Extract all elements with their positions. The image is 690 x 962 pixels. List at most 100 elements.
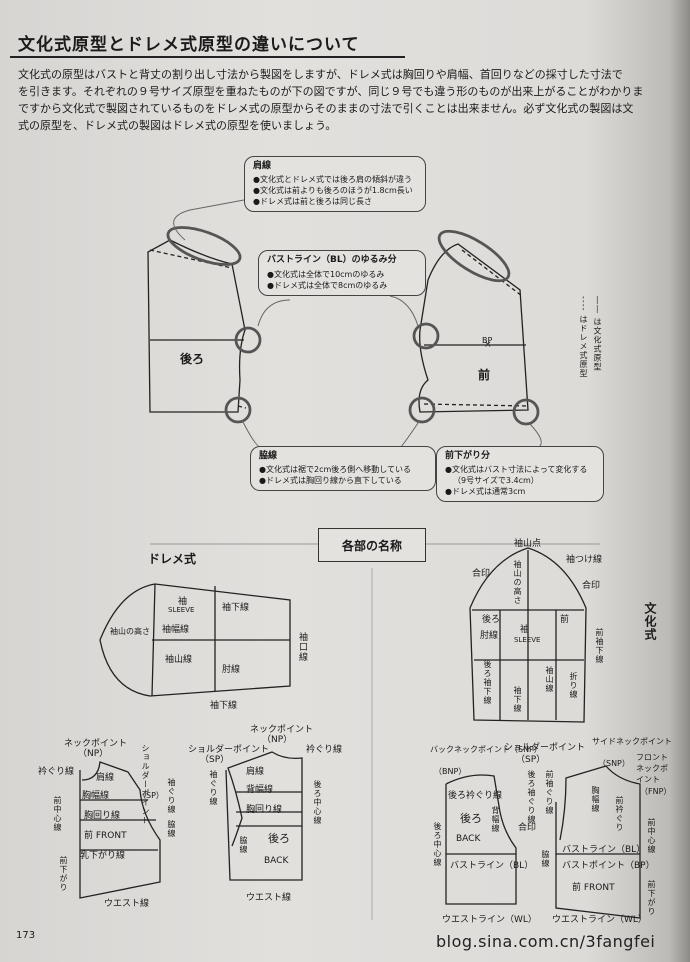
label: 袖山線 (165, 655, 193, 665)
label: SLEEVE (514, 636, 541, 644)
label: （SP） (138, 791, 164, 800)
armhole-circle-front (412, 322, 440, 350)
front-label: 前 (478, 368, 491, 382)
label: 脇線 (239, 836, 248, 854)
label: 胸回り線 (246, 805, 283, 815)
front-drop-circle (512, 398, 540, 426)
label: （FNP） (640, 787, 672, 796)
label: 袖山の高さ (513, 560, 522, 605)
label: 脇線 (167, 820, 176, 838)
callout-item: （9号サイズで3.4cm） (453, 476, 539, 485)
label: ネックポイント (250, 725, 314, 735)
callout-front-drop: 前下がり分 ●文化式はバスト寸法によって変化する （9号サイズで3.4cm） ●… (436, 446, 604, 502)
label: 前中心線 (53, 796, 62, 832)
label: 前 FRONT (572, 883, 615, 893)
bunka-back-outline (445, 774, 517, 905)
callout-item: ●ドレメ式は通常3cm (445, 487, 526, 496)
label: 合印 (518, 823, 537, 833)
callout-title: 肩線 (253, 161, 272, 171)
callout-item: ●文化式はバスト寸法によって変化する (445, 465, 588, 474)
bunka-title: 文化式 (643, 602, 657, 641)
label: 後ろ (460, 812, 482, 825)
label: 前衿ぐり (615, 796, 624, 832)
callout-item: ●ドレメ式は胸回り線から直下している (259, 476, 402, 485)
leader-shoulder (173, 199, 245, 241)
page-number: 173 (16, 930, 36, 941)
bunka-front-outline (555, 765, 641, 919)
callout-side-line: 脇線 ●文化式は裾で2cm後ろ側へ移動している ●ドレメ式は胸回り線から直下して… (250, 446, 436, 491)
label: 袖つけ線 (566, 555, 603, 565)
label: 合印 (582, 581, 601, 591)
label: 袖山線 (545, 666, 554, 693)
label: 後ろ衿ぐり線 (448, 791, 503, 801)
leader-front-drop (529, 423, 542, 447)
callout-title: バストライン（BL）のゆるみ分 (267, 255, 397, 265)
side-circle-front (408, 396, 436, 424)
doreme-sleeve-outline (99, 583, 291, 697)
callout-item: ●ドレメ式は前と後ろは同じ長さ (253, 197, 372, 206)
label: 胸幅線 (82, 791, 110, 801)
label: 肩線 (246, 767, 265, 777)
label: バストライン（BL） (562, 845, 646, 855)
label: 袖口線 (297, 632, 307, 662)
label: ウエスト線 (246, 893, 292, 903)
callout-title: 前下がり分 (445, 451, 491, 461)
label: 胸回り線 (84, 811, 121, 821)
callout-item: ●文化式とドレメ式では後ろ肩の傾斜が違う (253, 175, 412, 184)
label: 袖下線 (210, 701, 238, 711)
label: 肘線 (480, 631, 499, 641)
intro-line: を引きます。それぞれの９号サイズ原型を重ねたものが下の図ですが、同じ９号でも違う… (18, 85, 644, 98)
front-bodice-doreme (423, 249, 529, 407)
callout-item: ●文化式は全体で10cmのゆるみ (267, 270, 385, 279)
bp-cross: × (484, 340, 492, 350)
label: 背幅線 (246, 785, 274, 795)
label: （BNP） (434, 767, 467, 776)
label: 乳下がり線 (80, 851, 126, 861)
label: BACK (456, 834, 481, 844)
leader-bust-left (257, 299, 291, 327)
names-section-title: 各部の名称 (318, 528, 426, 562)
label: （SP） (516, 755, 546, 765)
label: 後ろ中心線 (433, 822, 442, 867)
label: 肩線 (96, 773, 115, 783)
label: バストポイント（BP） (562, 861, 655, 871)
label: ウエストライン（WL） (442, 915, 537, 925)
label: （SP） (200, 755, 230, 765)
label: 肘線 (222, 665, 241, 675)
intro-line: ですから文化式で製図されているものをドレメ式の原型からそのままの寸法で引くことは… (18, 102, 634, 115)
label: ショルダーポイント (141, 744, 150, 825)
intro-line: 文化式の原型はバストと背丈の割り出し寸法から製図をしますが、ドレメ式は胸回りや肩… (18, 68, 623, 81)
label: ネックポイント (64, 739, 128, 749)
label: 袖下線 (222, 603, 250, 613)
label: SLEEVE (168, 606, 195, 614)
legend-bunka: ―― は文化式原型 (593, 296, 602, 372)
label: 前袖下線 (595, 628, 604, 664)
legend-doreme: ---- はドレメ式原型 (579, 296, 588, 379)
label: 折り線 (569, 672, 578, 699)
callout-item: ●文化式は裾で2cm後ろ側へ移動している (259, 465, 412, 474)
label: 後ろ (482, 615, 501, 625)
bunka-sleeve-outline (469, 547, 587, 723)
doreme-back-outline (225, 751, 303, 881)
doreme-front-outline (79, 761, 161, 899)
bp-label: BP (482, 336, 493, 345)
callout-shoulder: 肩線 ●文化式とドレメ式では後ろ肩の傾斜が違う ●文化式は前よりも後ろのほうが1… (244, 156, 426, 212)
title-underline (10, 56, 405, 58)
label: 衿ぐり線 (38, 767, 75, 777)
intro-line: 式の原型を、ドレメ式の製図はドレメ式の原型を使いましょう。 (18, 119, 337, 132)
label: 前中心線 (647, 818, 656, 854)
label: 後ろ袖下線 (483, 660, 492, 705)
label: 胸幅線 (591, 786, 600, 813)
shoulder-circle-front (437, 229, 511, 283)
doreme-sleeve-side (151, 583, 156, 697)
side-circle-back (224, 396, 252, 424)
label: 合印 (472, 569, 491, 579)
label: 前 (560, 615, 570, 625)
callout-item: ●文化式は前よりも後ろのほうが1.8cm長い (253, 186, 413, 195)
label: 袖 (520, 625, 530, 635)
callout-item: ●ドレメ式は全体で8cmのゆるみ (267, 281, 388, 290)
label: 前下がり (647, 880, 656, 916)
armhole-circle-back (234, 326, 262, 354)
label: 衿ぐり線 (306, 745, 343, 755)
